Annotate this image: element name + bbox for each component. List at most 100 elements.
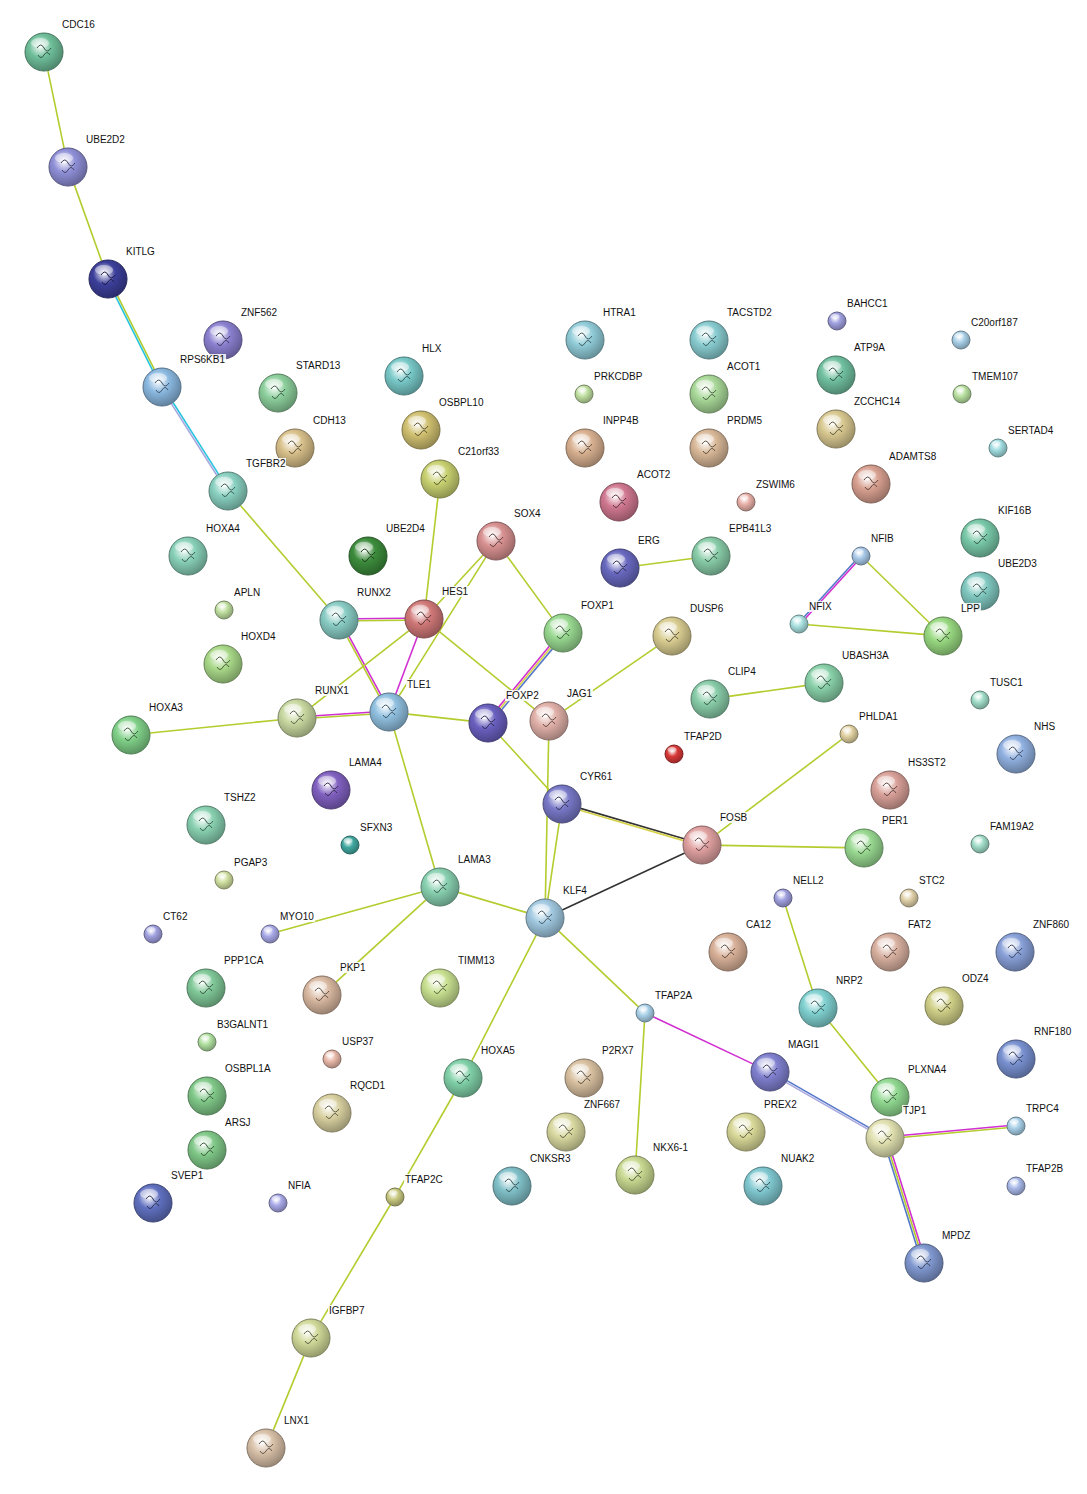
node-label: PRDM5: [726, 415, 763, 426]
protein-node: NELL2: [773, 888, 793, 908]
protein-node: INPP4B: [565, 428, 605, 468]
node-label: NRP2: [835, 975, 864, 986]
node-label: TLE1: [406, 679, 432, 690]
interaction-line: [904, 1126, 1007, 1137]
interaction-line: [786, 907, 813, 990]
protein-node: UBE2D4: [348, 536, 388, 576]
node-label: CDH13: [312, 415, 347, 426]
protein-node: UBE2D2: [48, 147, 88, 187]
node-circle: [88, 259, 128, 299]
node-label: ADAMTS8: [888, 451, 937, 462]
node-circle: [798, 988, 838, 1028]
interaction-line: [867, 562, 929, 622]
node-label: USP37: [341, 1036, 375, 1047]
node-label: FOXP1: [580, 600, 615, 611]
node-circle: [404, 599, 444, 639]
node-circle: [111, 715, 151, 755]
node-label: CT62: [162, 911, 188, 922]
protein-node: SVEP1: [133, 1183, 173, 1223]
interaction-line: [653, 1017, 753, 1064]
node-label: UBASH3A: [841, 650, 890, 661]
protein-node: ACOT1: [689, 374, 729, 414]
interaction-line: [548, 823, 559, 899]
node-label: EPB41L3: [728, 523, 772, 534]
node-circle: [565, 320, 605, 360]
protein-node: NKX6-1: [615, 1155, 655, 1195]
node-circle: [691, 536, 731, 576]
interaction-line: [408, 714, 469, 721]
protein-node: FAM19A2: [970, 834, 990, 854]
node-label: KITLG: [125, 246, 156, 257]
protein-node: TFAP2D: [664, 744, 684, 764]
node-label: FAM19A2: [989, 821, 1035, 832]
protein-node: FOXP2: [468, 703, 508, 743]
node-circle: [995, 932, 1035, 972]
protein-node: PHLDA1: [839, 724, 859, 744]
protein-node: KITLG: [88, 259, 128, 299]
protein-node: FAT2: [870, 932, 910, 972]
node-circle: [844, 828, 884, 868]
node-label: NFIX: [808, 601, 833, 612]
node-circle: [743, 1166, 783, 1206]
node-label: TFAP2A: [654, 990, 693, 1001]
protein-node: CDC16: [24, 32, 64, 72]
node-label: NELL2: [792, 875, 825, 886]
node-label: FOXP2: [505, 690, 540, 701]
protein-node: LNX1: [246, 1428, 286, 1468]
node-circle: [302, 975, 342, 1015]
protein-node: NFIX: [789, 614, 809, 634]
node-label: CNKSR3: [529, 1153, 572, 1164]
node-label: RUNX2: [356, 587, 392, 598]
node-circle: [599, 482, 639, 522]
protein-node: STARD13: [258, 373, 298, 413]
node-label: TACSTD2: [726, 307, 773, 318]
node-label: NKX6-1: [652, 1142, 689, 1153]
node-circle: [827, 311, 847, 331]
node-circle: [142, 367, 182, 407]
node-circle: [311, 770, 351, 810]
interaction-line: [786, 1081, 869, 1130]
interaction-line: [321, 1205, 391, 1322]
interaction-line: [499, 646, 553, 709]
protein-node: C20orf187: [951, 330, 971, 350]
interaction-line: [336, 900, 426, 982]
node-circle: [420, 968, 460, 1008]
node-circle: [401, 410, 441, 450]
protein-node: STC2: [899, 888, 919, 908]
protein-node: FOSB: [682, 825, 722, 865]
node-label: C20orf187: [970, 317, 1019, 328]
protein-node: TSHZ2: [186, 805, 226, 845]
protein-node: TACSTD2: [689, 320, 729, 360]
protein-node: PER1: [844, 828, 884, 868]
protein-node: ATP9A: [816, 355, 856, 395]
node-circle: [187, 1076, 227, 1116]
node-label: RNF180: [1033, 1026, 1072, 1037]
interaction-line: [545, 740, 548, 899]
protein-node: PRDM5: [689, 428, 729, 468]
node-circle: [988, 438, 1008, 458]
node-circle: [750, 1052, 790, 1092]
node-circle: [816, 409, 856, 449]
node-label: TFAP2D: [683, 731, 723, 742]
node-circle: [143, 924, 163, 944]
node-circle: [789, 614, 809, 634]
node-label: LAMA4: [348, 757, 383, 768]
node-circle: [48, 147, 88, 187]
protein-node: MYO10: [260, 924, 280, 944]
protein-node: CA12: [708, 932, 748, 972]
interaction-line: [559, 931, 639, 1007]
protein-node: OSBPL1A: [187, 1076, 227, 1116]
protein-node: TFAP2B: [1006, 1176, 1026, 1196]
node-label: PER1: [881, 815, 909, 826]
node-label: KLF4: [562, 885, 588, 896]
node-label: LAMA3: [457, 854, 492, 865]
protein-node: MPDZ: [904, 1243, 944, 1283]
node-circle: [726, 1112, 766, 1152]
node-label: ZNF562: [240, 307, 278, 318]
node-label: SVEP1: [170, 1170, 204, 1181]
node-label: TFAP2B: [1025, 1163, 1064, 1174]
protein-node: NRP2: [798, 988, 838, 1028]
node-circle: [543, 613, 583, 653]
node-label: ODZ4: [961, 973, 990, 984]
node-label: MAGI1: [787, 1039, 820, 1050]
